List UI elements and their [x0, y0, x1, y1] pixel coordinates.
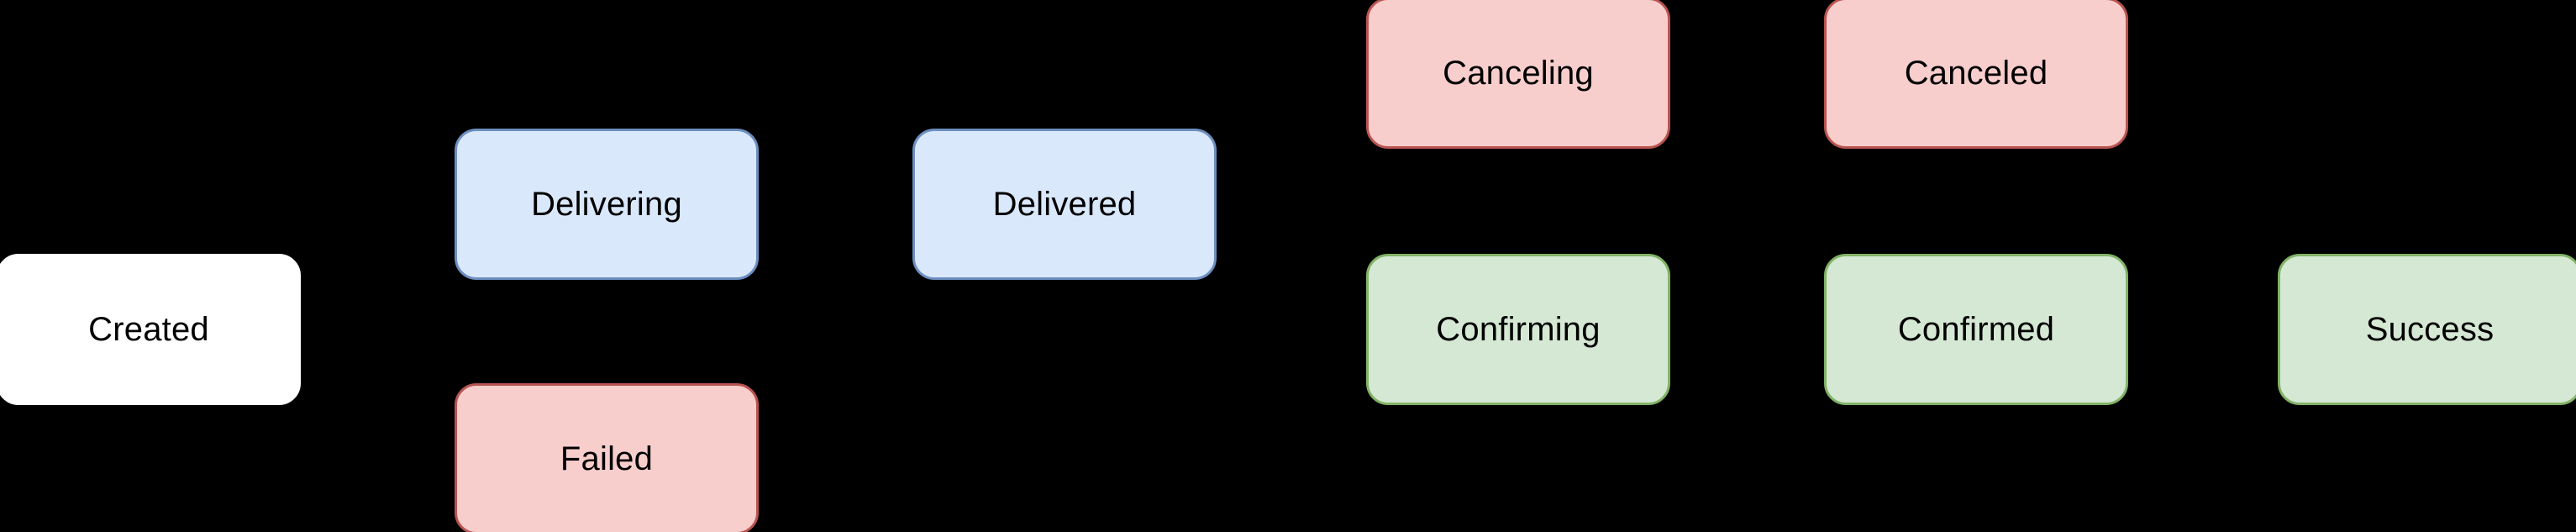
state-node-canceled[interactable]: Canceled: [1824, 0, 2128, 149]
state-node-created[interactable]: Created: [0, 254, 301, 405]
state-node-label-confirmed: Confirmed: [1897, 311, 2055, 348]
state-node-label-delivered: Delivered: [992, 186, 1137, 223]
state-node-label-canceled: Canceled: [1904, 55, 2048, 92]
state-node-label-success: Success: [2365, 311, 2495, 348]
state-node-success[interactable]: Success: [2278, 254, 2576, 405]
state-node-label-confirming: Confirming: [1436, 311, 1601, 348]
state-node-label-created: Created: [88, 311, 209, 348]
state-node-label-canceling: Canceling: [1443, 55, 1594, 92]
state-node-failed[interactable]: Failed: [455, 383, 759, 532]
state-node-label-failed: Failed: [560, 440, 654, 477]
state-node-label-delivering: Delivering: [531, 186, 682, 223]
state-node-confirming[interactable]: Confirming: [1366, 254, 1670, 405]
state-node-confirmed[interactable]: Confirmed: [1824, 254, 2128, 405]
state-node-delivering[interactable]: Delivering: [455, 129, 759, 280]
state-node-delivered[interactable]: Delivered: [912, 129, 1217, 280]
state-node-canceling[interactable]: Canceling: [1366, 0, 1670, 149]
